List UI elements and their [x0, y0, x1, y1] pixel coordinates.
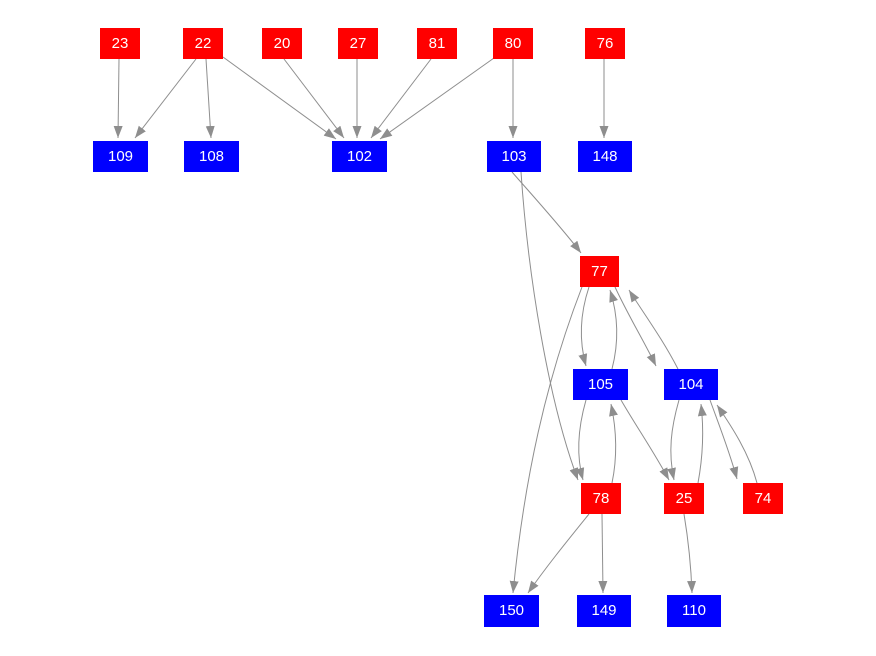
- node-74[interactable]: 74: [743, 483, 783, 514]
- edge-78-150: [527, 513, 590, 594]
- edge-23-109: [113, 58, 123, 139]
- edge-104-74: [709, 399, 739, 480]
- node-150[interactable]: 150: [484, 595, 539, 627]
- edge-103-78: [520, 171, 579, 481]
- edge-25-104: [697, 403, 707, 484]
- node-103[interactable]: 103: [487, 141, 541, 172]
- node-20[interactable]: 20: [262, 28, 302, 59]
- edge-103-77: [511, 171, 582, 254]
- node-27[interactable]: 27: [338, 28, 378, 59]
- edge-74-104: [716, 404, 758, 484]
- edge-105-77: [609, 289, 618, 370]
- edge-105-25: [620, 399, 670, 481]
- edge-77-105: [578, 286, 590, 367]
- node-80[interactable]: 80: [493, 28, 533, 59]
- node-149[interactable]: 149: [577, 595, 631, 627]
- edge-20-102: [283, 58, 345, 139]
- node-105[interactable]: 105: [573, 369, 628, 400]
- edge-25-110: [683, 513, 697, 594]
- node-102[interactable]: 102: [332, 141, 387, 172]
- node-109[interactable]: 109: [93, 141, 148, 172]
- edge-22-109: [134, 58, 197, 139]
- node-108[interactable]: 108: [184, 141, 239, 172]
- edge-104-77: [628, 289, 679, 370]
- edge-81-102: [370, 58, 432, 139]
- node-76[interactable]: 76: [585, 28, 625, 59]
- edge-80-102: [379, 57, 495, 140]
- node-81[interactable]: 81: [417, 28, 457, 59]
- node-110[interactable]: 110: [667, 595, 721, 627]
- node-148[interactable]: 148: [578, 141, 632, 172]
- node-25[interactable]: 25: [664, 483, 704, 514]
- edge-77-150: [509, 286, 583, 594]
- edge-78-149: [598, 513, 608, 594]
- node-23[interactable]: 23: [100, 28, 140, 59]
- edge-105-78: [575, 399, 587, 481]
- edge-104-25: [667, 399, 680, 481]
- edge-22-102: [222, 56, 337, 140]
- node-104[interactable]: 104: [664, 369, 718, 400]
- edge-77-104: [614, 286, 657, 367]
- node-77[interactable]: 77: [580, 256, 619, 287]
- node-78[interactable]: 78: [581, 483, 621, 514]
- edge-22-108: [205, 58, 215, 139]
- node-22[interactable]: 22: [183, 28, 223, 59]
- edge-78-105: [609, 403, 618, 484]
